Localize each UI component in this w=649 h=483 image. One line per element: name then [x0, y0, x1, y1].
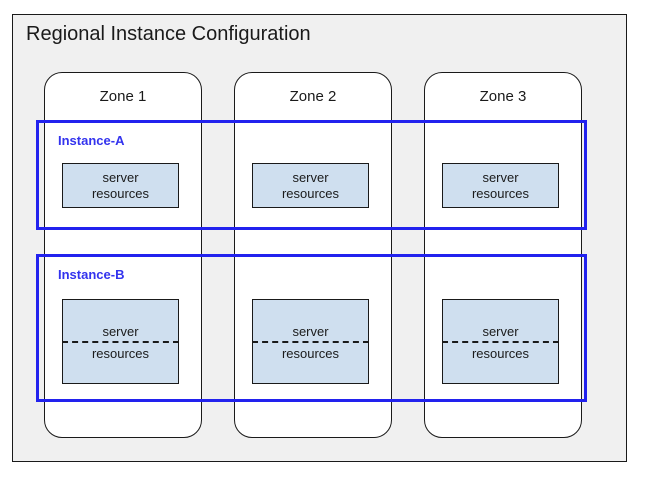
- instance-band-a[interactable]: Instance-A: [36, 120, 587, 230]
- server-resources-line2: resources: [281, 346, 340, 361]
- zone-label-2: Zone 2: [289, 88, 337, 105]
- dashed-divider: [252, 341, 369, 343]
- server-resources-line1: server: [482, 324, 519, 339]
- server-resources-line2: resources: [91, 346, 150, 361]
- server-resources-line2: resources: [281, 186, 340, 201]
- server-resources-box[interactable]: server resources: [62, 299, 179, 384]
- server-resources-box[interactable]: server resources: [252, 163, 369, 208]
- server-resources-box[interactable]: server resources: [442, 299, 559, 384]
- dashed-divider: [442, 341, 559, 343]
- zone-label-3: Zone 3: [479, 88, 527, 105]
- zone-label-1: Zone 1: [99, 88, 147, 105]
- server-resources-line1: server: [102, 170, 139, 185]
- diagram-title: Regional Instance Configuration: [26, 23, 311, 45]
- instance-label-b: Instance-B: [58, 267, 125, 282]
- server-resources-line1: server: [102, 324, 139, 339]
- server-resources-line1: server: [292, 170, 329, 185]
- server-resources-line2: resources: [471, 186, 530, 201]
- dashed-divider: [62, 341, 179, 343]
- server-resources-line2: resources: [471, 346, 530, 361]
- server-resources-box[interactable]: server resources: [252, 299, 369, 384]
- instance-band-b[interactable]: Instance-B: [36, 254, 587, 402]
- server-resources-line2: resources: [91, 186, 150, 201]
- server-resources-line1: server: [292, 324, 329, 339]
- server-resources-line1: server: [482, 170, 519, 185]
- server-resources-box[interactable]: server resources: [62, 163, 179, 208]
- instance-label-a: Instance-A: [58, 133, 125, 148]
- server-resources-box[interactable]: server resources: [442, 163, 559, 208]
